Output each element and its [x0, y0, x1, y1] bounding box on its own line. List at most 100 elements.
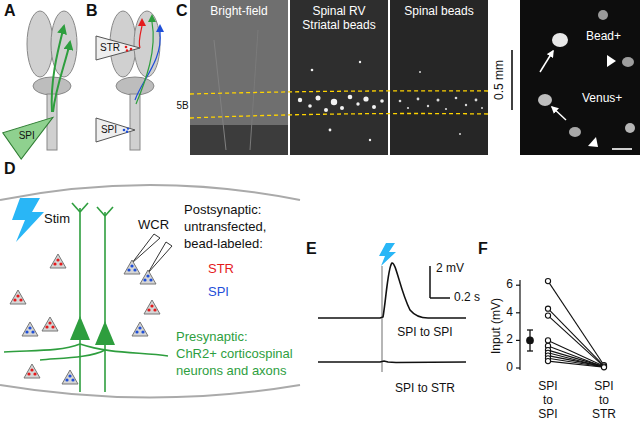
- tick-label: 0: [506, 361, 513, 375]
- bead-dot: [130, 48, 133, 51]
- panel-letter: B: [86, 2, 98, 20]
- labeled-cell: [625, 123, 635, 133]
- striatal-projecting-neuron: [10, 254, 160, 378]
- injection-label: STR: [100, 42, 120, 54]
- paired-data-line: [548, 281, 604, 367]
- annotation: untransfected,: [184, 220, 266, 235]
- category-label: SPI to STR: [589, 380, 619, 421]
- layer-label: 5B: [176, 100, 188, 112]
- labeled-cell: [359, 61, 361, 63]
- mean-error-bar: [527, 337, 533, 343]
- paired-data-line: [548, 356, 604, 367]
- corticospinal-neuron: [104, 212, 106, 323]
- chart-axis: [516, 367, 520, 368]
- annotation: ChR2+ corticospinal: [176, 347, 293, 362]
- tick-label: 6: [506, 278, 513, 292]
- data-point: [545, 313, 550, 318]
- corticospinal-neuron: [79, 340, 81, 392]
- bead-dot: [417, 98, 420, 101]
- striatal-projecting-neuron: [24, 364, 40, 378]
- image-panel: Bright-field: [190, 0, 288, 155]
- paired-data-line: [548, 361, 604, 367]
- striatal-projecting-neuron: [59, 262, 62, 265]
- neuron-symbol: [156, 24, 164, 32]
- spinal-projecting-neuron: [28, 326, 31, 329]
- annotation: Postsynaptic:: [184, 203, 261, 218]
- striatal-projecting-neuron: [33, 372, 36, 375]
- striatal-projecting-neuron: [10, 290, 26, 304]
- injection-label: SPI: [101, 124, 117, 136]
- image-panel: Spinal beads: [390, 0, 488, 155]
- data-point: [601, 365, 606, 370]
- pointer-arrowhead: [588, 137, 598, 147]
- brain-schematic: [116, 77, 154, 95]
- paired-data-line: [548, 316, 604, 367]
- electrode-label: WCR: [138, 218, 169, 233]
- bead-dot: [125, 46, 128, 49]
- labeled-cell: [298, 61, 384, 141]
- corticospinal-neuron: [70, 316, 115, 345]
- labeled-cell: [538, 10, 635, 137]
- bead-dot: [445, 108, 447, 110]
- voltage-trace: [318, 361, 466, 363]
- spinal-projecting-neuron: [65, 378, 68, 381]
- data-point: [545, 279, 606, 370]
- projection-arrow: [53, 42, 70, 112]
- axon-line: [139, 26, 142, 48]
- spinal-projecting-neuron: [31, 330, 34, 333]
- striatal-projecting-neuron: [19, 298, 22, 301]
- paired-data-line: [548, 340, 604, 366]
- neuron-symbol: [138, 14, 164, 32]
- annotation: Presynaptic:: [176, 330, 248, 345]
- spinal-projecting-neuron: [25, 330, 28, 333]
- corticospinal-neuron: [105, 207, 113, 216]
- corticospinal-neuron: [97, 207, 105, 216]
- data-point: [545, 359, 550, 364]
- spinal-projecting-neuron: [132, 322, 148, 336]
- spinal-projecting-neuron: [138, 326, 141, 329]
- bead-dot: [399, 71, 483, 135]
- micrograph: [250, 30, 258, 150]
- bead-dot: [455, 97, 458, 100]
- bead-dot: [427, 105, 429, 107]
- striatal-projecting-neuron: [50, 254, 66, 268]
- spinal-projecting-neuron: [62, 370, 78, 384]
- striatal-projecting-neuron: [144, 300, 160, 314]
- pointer-arrow: [552, 107, 566, 120]
- axon-line: [135, 22, 160, 104]
- labeled-cell: [298, 98, 302, 102]
- striatal-projecting-neuron: [53, 262, 56, 265]
- spinal-projecting-neuron: [135, 330, 138, 333]
- recording-electrode: [132, 234, 172, 273]
- striatal-projecting-neuron: [27, 372, 30, 375]
- labeled-cell: [308, 104, 312, 108]
- labeled-cell: [311, 69, 314, 72]
- micrograph: [214, 40, 226, 150]
- layer-boundary: [190, 114, 488, 119]
- recording-electrode: [148, 242, 172, 273]
- micrograph: [190, 0, 488, 155]
- bead-dot: [126, 131, 128, 133]
- micrograph: [520, 0, 640, 155]
- paired-data-line: [548, 346, 604, 367]
- striatal-projecting-neuron: [144, 300, 160, 314]
- cell-label: Bead+: [586, 30, 621, 44]
- population-label: SPI: [208, 285, 229, 300]
- striatal-projecting-neuron: [150, 304, 153, 307]
- corticospinal-neuron: [80, 203, 88, 212]
- labeled-cell: [316, 96, 321, 101]
- image-panel: Spinal RV Striatal beads: [290, 0, 388, 155]
- bead-dot: [481, 107, 483, 109]
- panel-heading: Spinal beads: [398, 4, 480, 18]
- projection-arrow: [52, 26, 70, 112]
- spinal-projecting-neuron: [146, 274, 149, 277]
- spinal-projecting-neuron: [132, 322, 148, 336]
- striatal-projecting-neuron: [13, 298, 16, 301]
- injection-label: SPI: [19, 130, 35, 142]
- scale-bar: [612, 148, 632, 150]
- striatal-projecting-neuron: [42, 317, 58, 331]
- slice-outline: [0, 185, 300, 398]
- labeled-cell: [538, 94, 552, 106]
